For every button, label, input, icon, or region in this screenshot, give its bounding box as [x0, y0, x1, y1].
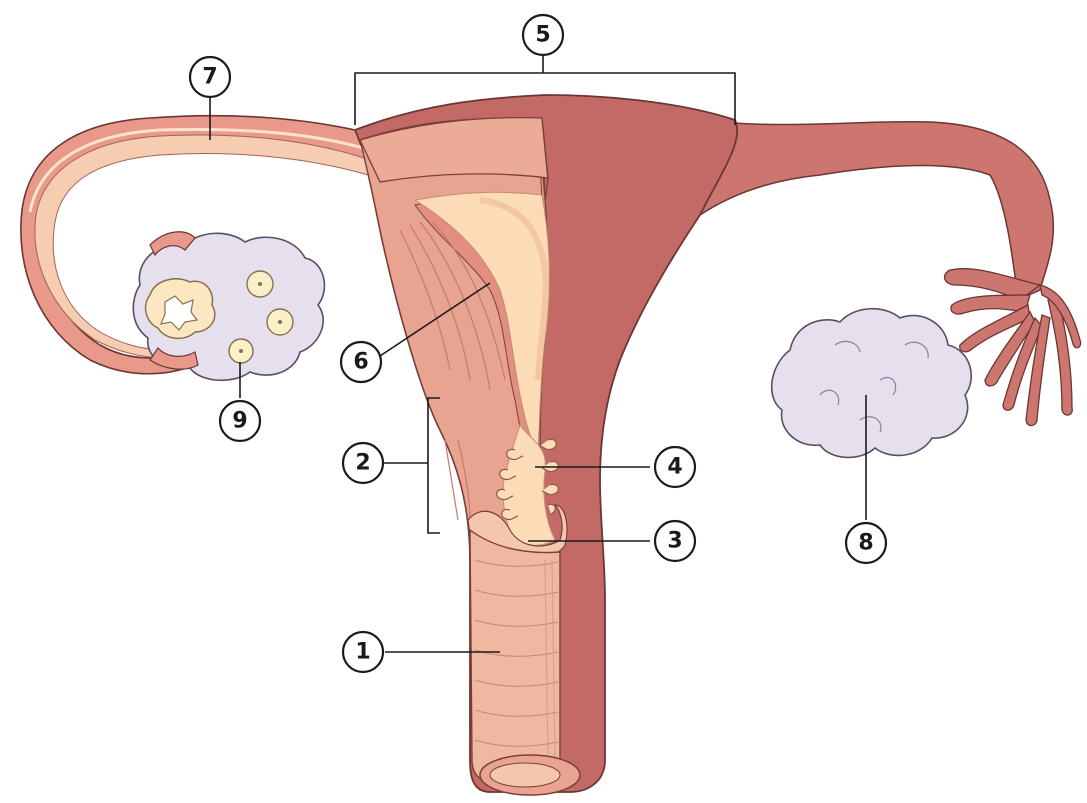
- svg-text:2: 2: [355, 451, 370, 476]
- svg-text:5: 5: [535, 23, 550, 48]
- callout-3: 3: [655, 521, 695, 561]
- right-ovary: [772, 309, 972, 458]
- svg-text:7: 7: [202, 65, 217, 90]
- right-fallopian-tube: [700, 120, 1053, 300]
- callout-6: 6: [341, 342, 381, 382]
- callout-8: 8: [846, 523, 886, 563]
- svg-text:6: 6: [353, 350, 368, 375]
- svg-text:4: 4: [667, 455, 682, 480]
- callout-7: 7: [190, 57, 230, 97]
- svg-text:3: 3: [667, 529, 682, 554]
- svg-text:9: 9: [232, 409, 247, 434]
- oocyte-2: [278, 320, 282, 324]
- vaginal-opening-inner: [490, 763, 560, 787]
- oocyte-1: [258, 282, 262, 286]
- callout-1: 1: [343, 632, 383, 672]
- callout-2: 2: [343, 443, 383, 483]
- svg-text:8: 8: [858, 531, 873, 556]
- callout-9: 9: [220, 401, 260, 441]
- callout-5: 5: [523, 15, 563, 55]
- callout-4: 4: [655, 447, 695, 487]
- svg-text:1: 1: [355, 640, 370, 665]
- oocyte-3: [239, 349, 243, 353]
